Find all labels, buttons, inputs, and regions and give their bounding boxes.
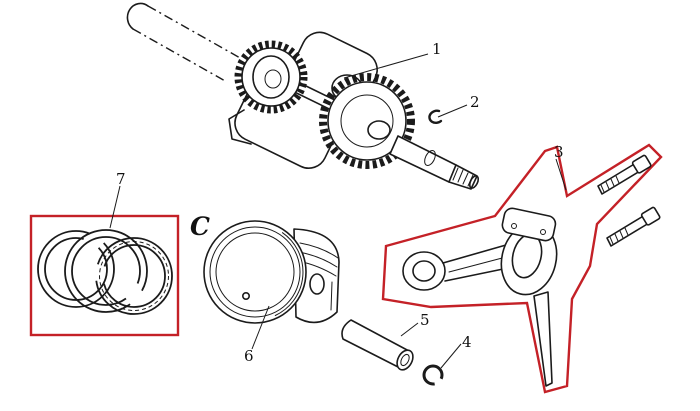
pin-boss-hole (309, 273, 325, 295)
output-shaft (389, 135, 480, 190)
oil-ring (95, 237, 173, 315)
callout-4: 4 (462, 333, 472, 351)
rod-shank (442, 244, 509, 282)
compression-ring-2 (64, 229, 148, 313)
rings-highlight-box (29, 214, 180, 337)
leader-7 (109, 185, 121, 229)
leader-2 (437, 104, 468, 118)
pin-bore (400, 353, 410, 367)
leader-6 (251, 305, 270, 350)
piston-rings-drawing (29, 214, 180, 337)
callout-7: 7 (116, 170, 126, 188)
gear-teeth (319, 73, 415, 169)
shaft-centerline (147, 5, 243, 60)
callout-6: 6 (244, 347, 254, 365)
callout-2: 2 (470, 93, 480, 111)
bolt-head (631, 154, 652, 174)
rod-highlight-outline (381, 143, 663, 394)
clip-mark: C (190, 212, 210, 241)
rod-cap (501, 207, 557, 242)
oil-dipper (533, 291, 553, 387)
rod-bolt-1 (597, 154, 652, 195)
main-gear (319, 73, 415, 169)
crankshaft-drawing (126, 2, 480, 190)
leader-4 (440, 343, 462, 369)
piston-crown (203, 220, 307, 324)
leader-1 (343, 53, 429, 79)
callouts: 1 2 3 4 5 6 7 (109, 40, 567, 369)
rod-small-end (402, 251, 446, 291)
timing-gear (234, 40, 308, 114)
rod-bolt-2 (606, 206, 661, 247)
leader-5 (400, 322, 419, 337)
callout-3: 3 (554, 143, 564, 161)
pin-circlip (422, 364, 444, 386)
bolt-head (640, 206, 661, 226)
shaft-key-clip (428, 109, 443, 125)
gear-teeth (234, 40, 308, 114)
callout-5: 5 (420, 311, 430, 329)
leader-3 (555, 158, 567, 191)
piston-drawing (203, 220, 340, 324)
piston-pin-drawing (341, 319, 414, 371)
callout-1: 1 (432, 40, 442, 58)
connecting-rod-drawing (381, 143, 663, 394)
